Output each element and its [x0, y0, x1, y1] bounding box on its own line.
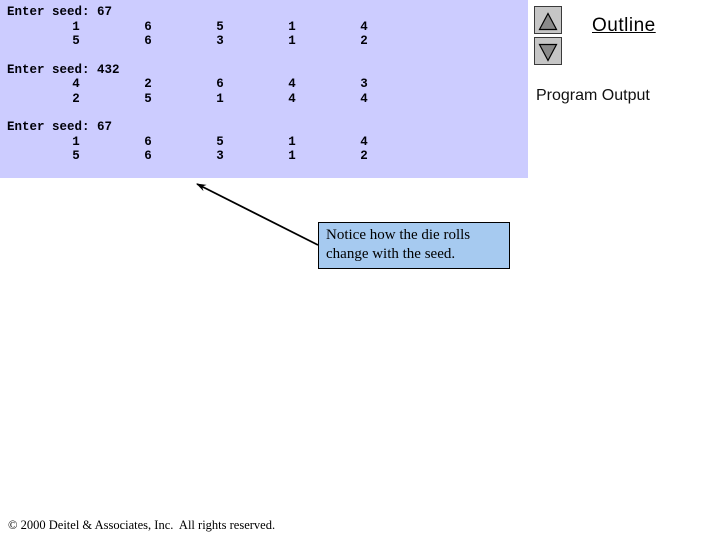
die-roll-value: 4: [360, 19, 368, 34]
die-roll-value: 1: [288, 149, 296, 163]
die-roll-value: 4: [72, 77, 80, 91]
die-roll-row: 5 6 3 1 2: [7, 149, 528, 164]
die-roll-value: 1: [72, 19, 80, 34]
console-block: Enter seed: 67 1 6 5 1 4 5 6 3 1 2: [7, 120, 528, 164]
console-prompt: Enter seed: 67: [7, 120, 113, 134]
die-roll-value: 6: [216, 77, 224, 91]
die-roll-value: 1: [288, 19, 296, 34]
die-roll-value: 2: [360, 34, 368, 48]
program-output-label: Program Output: [536, 87, 650, 104]
console-output-panel: Enter seed: 67 1 6 5 1 4 5 6 3 1 2 Enter…: [0, 0, 528, 178]
die-roll-value: 6: [144, 19, 152, 34]
die-roll-value: 3: [360, 77, 368, 91]
console-block: Enter seed: 67 1 6 5 1 4 5 6 3 1 2: [7, 5, 528, 49]
outline-link[interactable]: Outline: [592, 15, 656, 36]
die-roll-value: 6: [144, 134, 152, 149]
down-triangle-icon: [538, 43, 558, 65]
console-prompt: Enter seed: 67: [7, 5, 113, 19]
die-roll-value: 3: [216, 34, 224, 48]
nav-down-button[interactable]: [534, 37, 562, 65]
die-roll-value: 6: [144, 34, 152, 48]
die-roll-value: 5: [216, 19, 224, 34]
callout-text-line: change with the seed.: [326, 246, 456, 262]
die-roll-value: 1: [288, 34, 296, 48]
die-roll-value: 4: [360, 91, 368, 106]
die-roll-value: 1: [72, 134, 80, 149]
die-roll-value: 5: [216, 134, 224, 149]
up-triangle-icon: [538, 12, 558, 34]
console-prompt: Enter seed: 432: [7, 62, 120, 77]
nav-up-button[interactable]: [534, 6, 562, 34]
die-roll-value: 5: [72, 149, 80, 163]
die-roll-value: 2: [72, 91, 80, 106]
slide-nav: [534, 6, 562, 68]
callout-text-line: Notice how the die rolls: [326, 227, 471, 243]
die-roll-value: 4: [360, 134, 368, 149]
console-block: Enter seed: 432 4 2 6 4 3 2 5 1 4 4: [7, 63, 528, 107]
die-roll-value: 6: [144, 149, 152, 163]
die-roll-value: 2: [360, 149, 368, 163]
die-roll-value: 1: [288, 134, 296, 149]
die-roll-value: 5: [72, 34, 80, 48]
die-roll-row: 4 2 6 4 3: [7, 77, 528, 92]
die-roll-value: 5: [144, 91, 152, 106]
copyright-notice: © 2000 Deitel & Associates, Inc. All rig…: [8, 518, 276, 532]
die-roll-value: 1: [216, 91, 224, 106]
die-roll-row: 1 6 5 1 4: [7, 20, 528, 35]
die-roll-row: 5 6 3 1 2: [7, 34, 528, 49]
die-roll-value: 4: [288, 91, 296, 106]
die-roll-row: 1 6 5 1 4: [7, 135, 528, 150]
die-roll-value: 4: [288, 77, 296, 91]
die-roll-value: 2: [144, 77, 152, 91]
die-roll-value: 3: [216, 149, 224, 163]
callout-box: Notice how the die rolls change with the…: [318, 222, 510, 269]
die-roll-row: 2 5 1 4 4: [7, 92, 528, 107]
